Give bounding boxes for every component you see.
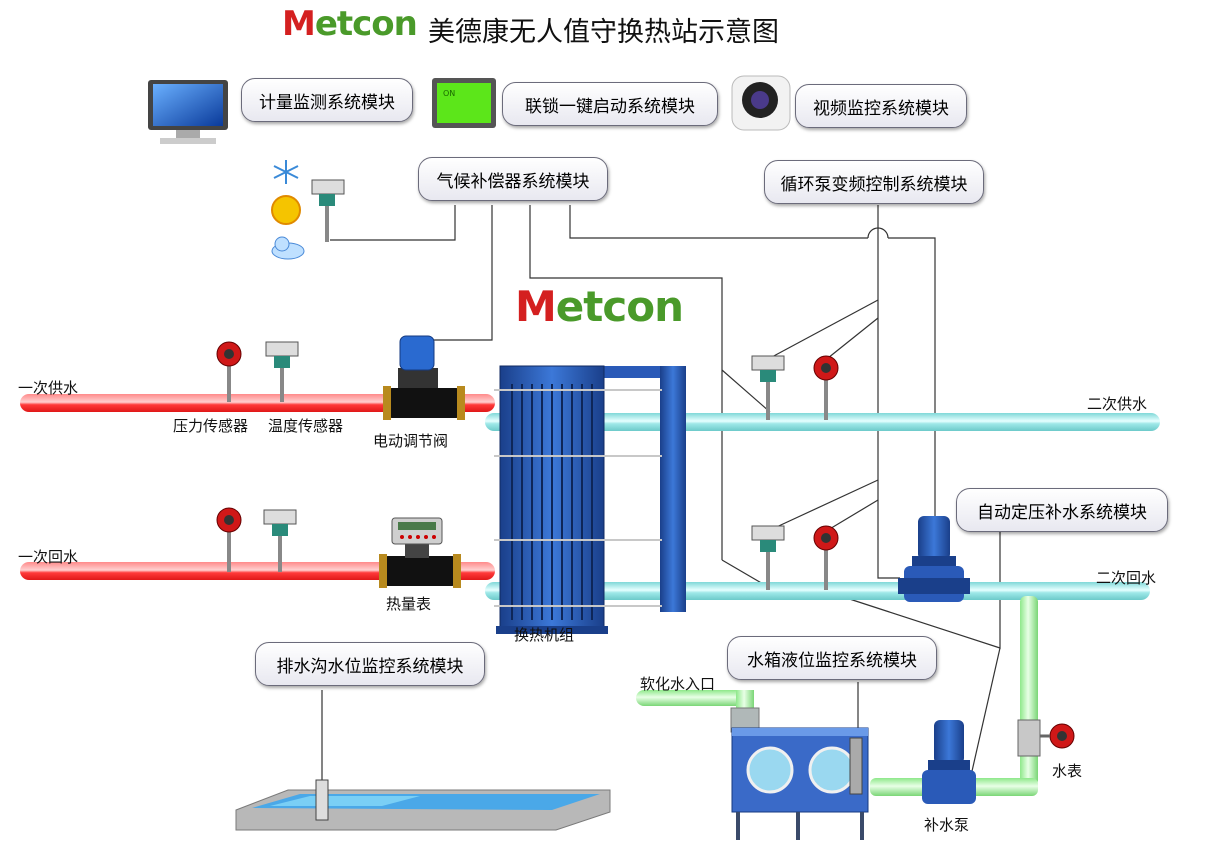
pressure-sensor-1 xyxy=(216,341,242,402)
pressure-sensor-3 xyxy=(813,355,839,420)
electric-valve xyxy=(383,335,465,420)
module-climate[interactable]: 气候补偿器系统模块 xyxy=(418,157,608,201)
monitor-icon xyxy=(148,80,228,144)
drain-trench xyxy=(235,779,611,831)
label-heat-meter: 热量表 xyxy=(386,595,432,613)
sun-icon xyxy=(271,195,301,225)
label-primary-return: 一次回水 xyxy=(18,548,79,566)
module-pump-vfd[interactable]: 循环泵变频控制系统模块 xyxy=(764,160,984,204)
header-logo: Metcon xyxy=(282,4,418,44)
module-tank-level[interactable]: 水箱液位监控系统模块 xyxy=(727,636,937,680)
circulation-pump xyxy=(898,516,970,602)
label-water-meter: 水表 xyxy=(1052,762,1083,780)
water-meter xyxy=(1017,719,1075,757)
module-metering[interactable]: 计量监测系统模块 xyxy=(241,78,413,122)
label-pressure-sensor: 压力传感器 xyxy=(173,417,249,435)
label-soft-water-inlet: 软化水入口 xyxy=(640,675,716,693)
label-primary-supply: 一次供水 xyxy=(18,379,79,397)
center-logo: Metcon xyxy=(515,282,684,331)
module-drain[interactable]: 排水沟水位监控系统模块 xyxy=(255,642,485,686)
outdoor-temp-sensor xyxy=(311,179,345,242)
temp-sensor-1 xyxy=(265,341,299,402)
primary-supply-pipe xyxy=(20,394,495,412)
plate-heat-exchanger xyxy=(494,365,686,634)
heat-meter xyxy=(379,517,461,588)
pressure-sensor-4 xyxy=(813,525,839,590)
on-switch-icon: ON xyxy=(432,78,496,128)
cloud-icon xyxy=(271,236,305,260)
label-heat-exchanger: 换热机组 xyxy=(514,626,575,644)
temp-sensor-4 xyxy=(751,525,785,590)
primary-return-pipe xyxy=(20,562,495,580)
svg-text:ON: ON xyxy=(443,89,455,98)
secondary-supply-pipe xyxy=(485,413,1160,431)
label-secondary-return: 二次回水 xyxy=(1096,569,1157,587)
makeup-pump xyxy=(922,720,976,804)
label-temp-sensor: 温度传感器 xyxy=(268,417,344,435)
secondary-return-pipe xyxy=(485,582,1150,600)
label-electric-valve: 电动调节阀 xyxy=(373,432,449,450)
temp-sensor-2 xyxy=(263,509,297,572)
camera-icon xyxy=(731,75,791,131)
pressure-sensor-2 xyxy=(216,507,242,572)
module-auto-pressure[interactable]: 自动定压补水系统模块 xyxy=(956,488,1168,532)
temp-sensor-3 xyxy=(751,355,785,420)
snowflake-icon xyxy=(273,160,299,184)
water-tank xyxy=(731,727,869,840)
label-makeup-pump: 补水泵 xyxy=(924,816,970,834)
module-video[interactable]: 视频监控系统模块 xyxy=(795,84,967,128)
label-secondary-supply: 二次供水 xyxy=(1087,395,1148,413)
module-interlock[interactable]: 联锁一键启动系统模块 xyxy=(502,82,718,126)
control-wires xyxy=(321,205,1001,781)
page-title: 美德康无人值守换热站示意图 xyxy=(428,17,779,48)
